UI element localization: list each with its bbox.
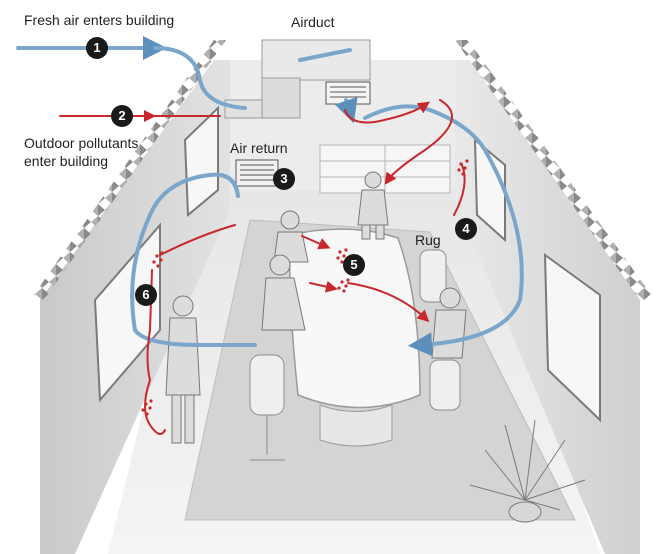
person-seated-1 bbox=[273, 210, 309, 263]
right-window bbox=[473, 137, 506, 243]
left-whiteboard-back bbox=[183, 105, 219, 218]
pollutant-particles bbox=[141, 159, 469, 416]
airduct-label: Airduct bbox=[291, 14, 335, 30]
chair-front bbox=[249, 354, 285, 461]
marker-1: 1 bbox=[86, 37, 108, 59]
air-return-label: Air return bbox=[230, 140, 288, 156]
fresh-air-label: Fresh air enters building bbox=[24, 12, 175, 28]
marker-2: 2 bbox=[111, 105, 133, 127]
rug-label: Rug bbox=[415, 232, 441, 248]
outdoor-pollutants-label-line1: Outdoor pollutants bbox=[24, 135, 139, 151]
fresh-air-flow bbox=[16, 36, 524, 357]
ceiling-airduct bbox=[224, 39, 371, 119]
right-wall-top-edge bbox=[455, 40, 655, 300]
pollutant-flow bbox=[59, 99, 466, 435]
marker-3: 3 bbox=[273, 168, 295, 190]
chair-right bbox=[419, 249, 461, 411]
outdoor-pollutants-label-line2: enter building bbox=[24, 153, 109, 169]
person-standing-back bbox=[357, 171, 389, 240]
marker-6: 6 bbox=[135, 284, 157, 306]
person-standing-left bbox=[165, 295, 201, 444]
right-whiteboard bbox=[543, 252, 601, 423]
marker-4: 4 bbox=[455, 218, 477, 240]
person-seated-right bbox=[431, 287, 467, 359]
left-wall-top-edge bbox=[30, 40, 226, 300]
bookshelf bbox=[319, 144, 451, 194]
air-return-vent bbox=[235, 159, 279, 187]
person-seated-2 bbox=[261, 254, 306, 331]
potted-plant bbox=[469, 419, 586, 523]
marker-5: 5 bbox=[343, 254, 365, 276]
